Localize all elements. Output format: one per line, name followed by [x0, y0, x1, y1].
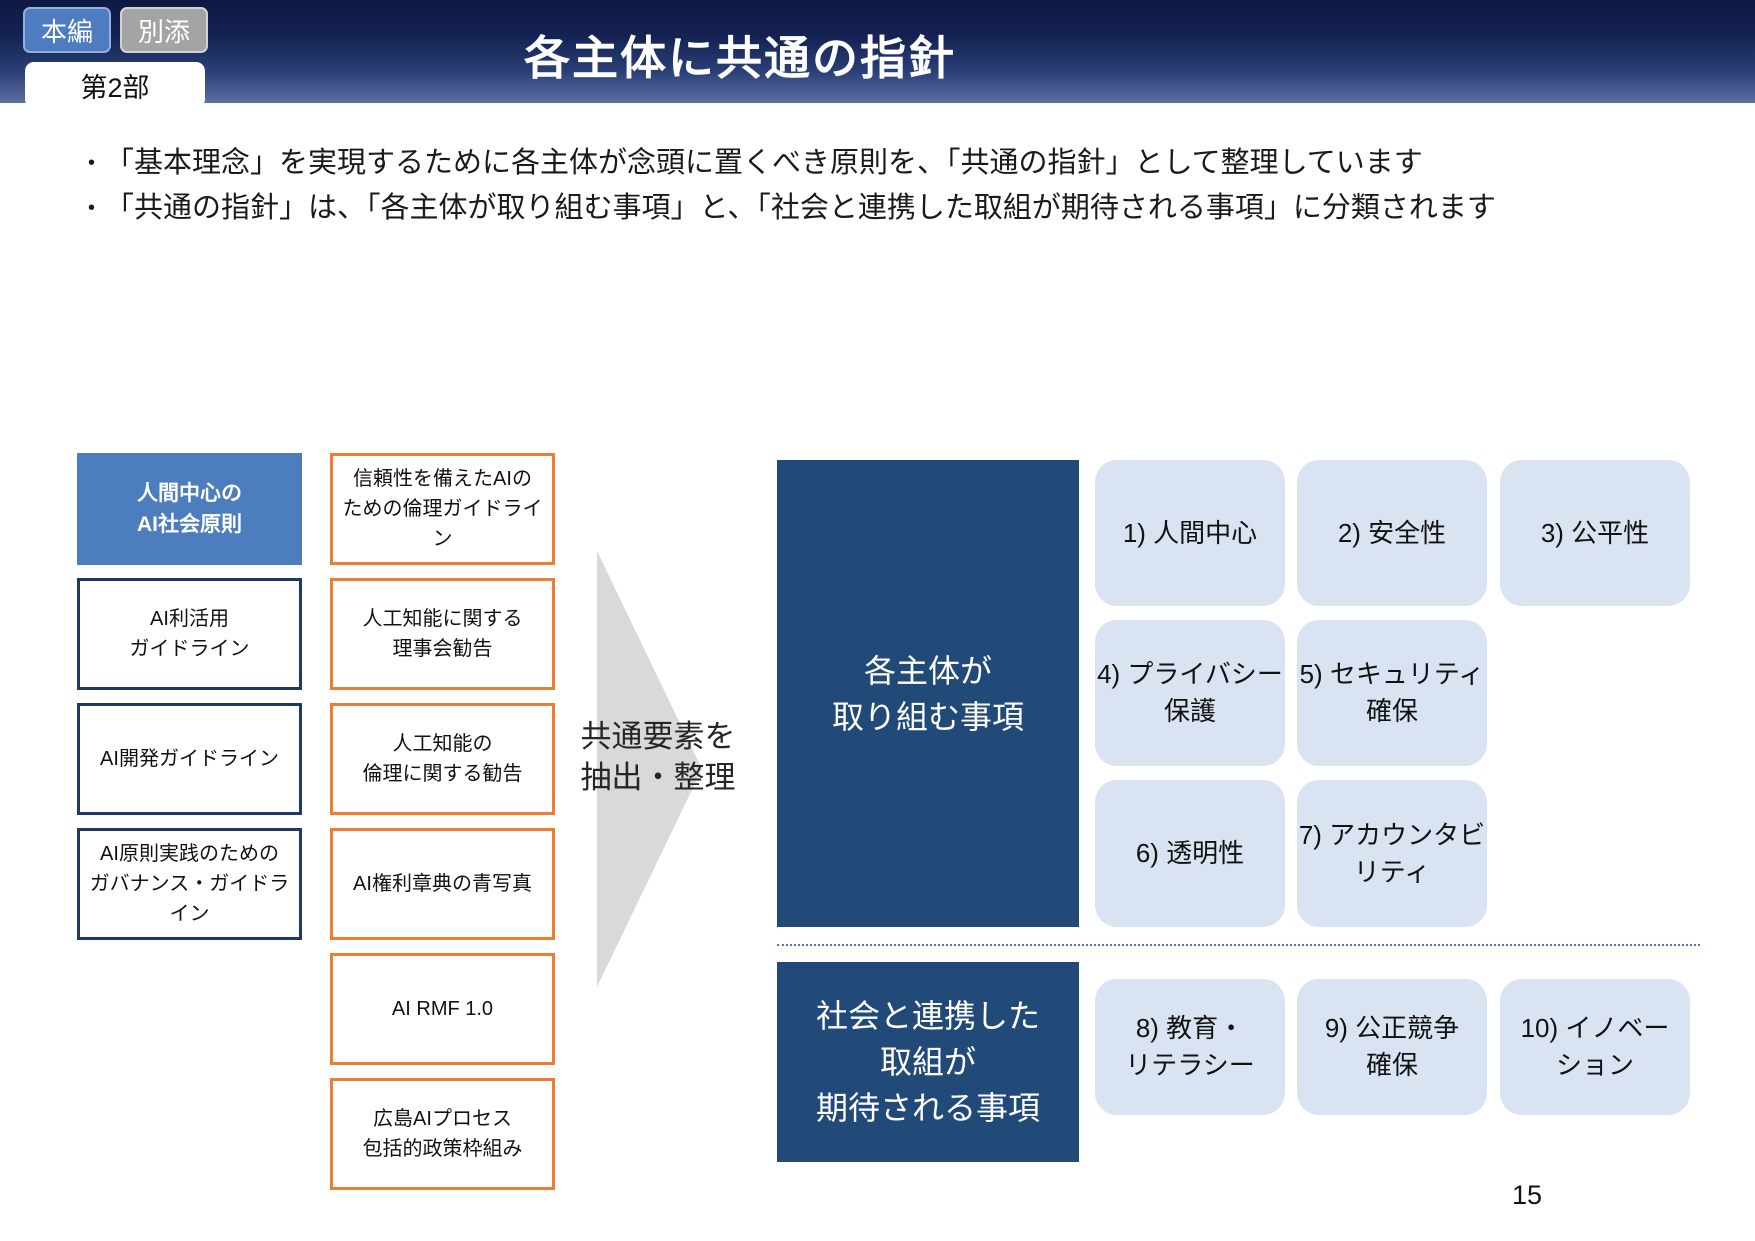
guideline-item-8: 8) 教育・ リテラシー	[1095, 979, 1285, 1115]
flow-arrow-shape	[597, 551, 702, 987]
bullet-1: • 「基本理念」を実現するために各主体が念頭に置くべき原則を、「共通の指針」とし…	[88, 146, 1423, 180]
page-title: 各主体に共通の指針	[524, 32, 956, 84]
guideline-item-7: 7) アカウンタビ リティ	[1297, 780, 1487, 927]
part-label: 第2部	[25, 62, 205, 108]
intl-guideline-box-6: 広島AIプロセス 包括的政策枠組み	[330, 1078, 555, 1190]
bullet-2-text: 「共通の指針」は、「各主体が取り組む事項」と、「社会と連携した取組が期待される事…	[105, 192, 1496, 224]
flow-arrow	[597, 551, 702, 987]
tag-honpen-button[interactable]: 本編	[23, 7, 111, 53]
intl-guideline-box-1: 信頼性を備えたAIの ための倫理ガイドライン	[330, 453, 555, 565]
guideline-item-2: 2) 安全性	[1297, 460, 1487, 606]
bullet-1-text: 「基本理念」を実現するために各主体が念頭に置くべき原則を、「共通の指針」として整…	[105, 147, 1423, 179]
section1-heading-box: 各主体が 取り組む事項	[777, 460, 1079, 927]
jp-guideline-box-3: AI原則実践のための ガバナンス・ガイドライン	[77, 828, 302, 940]
guideline-item-4: 4) プライバシー 保護	[1095, 620, 1285, 766]
principle-box: 人間中心の AI社会原則	[77, 453, 302, 565]
guideline-item-3: 3) 公平性	[1500, 460, 1690, 606]
header-banner: 本編 別添 各主体に共通の指針	[0, 0, 1755, 103]
guideline-item-9: 9) 公正競争 確保	[1297, 979, 1487, 1115]
jp-guideline-box-1: AI利活用 ガイドライン	[77, 578, 302, 690]
intl-guideline-box-3: 人工知能の 倫理に関する勧告	[330, 703, 555, 815]
flow-arrow-label: 共通要素を 抽出・整理	[580, 719, 736, 795]
page-number: 15	[1512, 1180, 1543, 1210]
guideline-item-5: 5) セキュリティ 確保	[1297, 620, 1487, 766]
bullet-dot: •	[88, 152, 96, 174]
intl-guideline-box-5: AI RMF 1.0	[330, 953, 555, 1065]
guideline-item-1: 1) 人間中心	[1095, 460, 1285, 606]
intl-guideline-box-4: AI権利章典の青写真	[330, 828, 555, 940]
section2-heading-box: 社会と連携した 取組が 期待される事項	[777, 962, 1079, 1162]
intl-guideline-box-2: 人工知能に関する 理事会勧告	[330, 578, 555, 690]
bullet-2: • 「共通の指針」は、「各主体が取り組む事項」と、「社会と連携した取組が期待され…	[88, 191, 1496, 225]
guideline-item-10: 10) イノベー ション	[1500, 979, 1690, 1115]
jp-guideline-box-2: AI開発ガイドライン	[77, 703, 302, 815]
guideline-item-6: 6) 透明性	[1095, 780, 1285, 927]
tag-betten-button[interactable]: 別添	[120, 7, 208, 53]
section-divider	[777, 944, 1700, 946]
bullet-dot: •	[88, 197, 96, 219]
